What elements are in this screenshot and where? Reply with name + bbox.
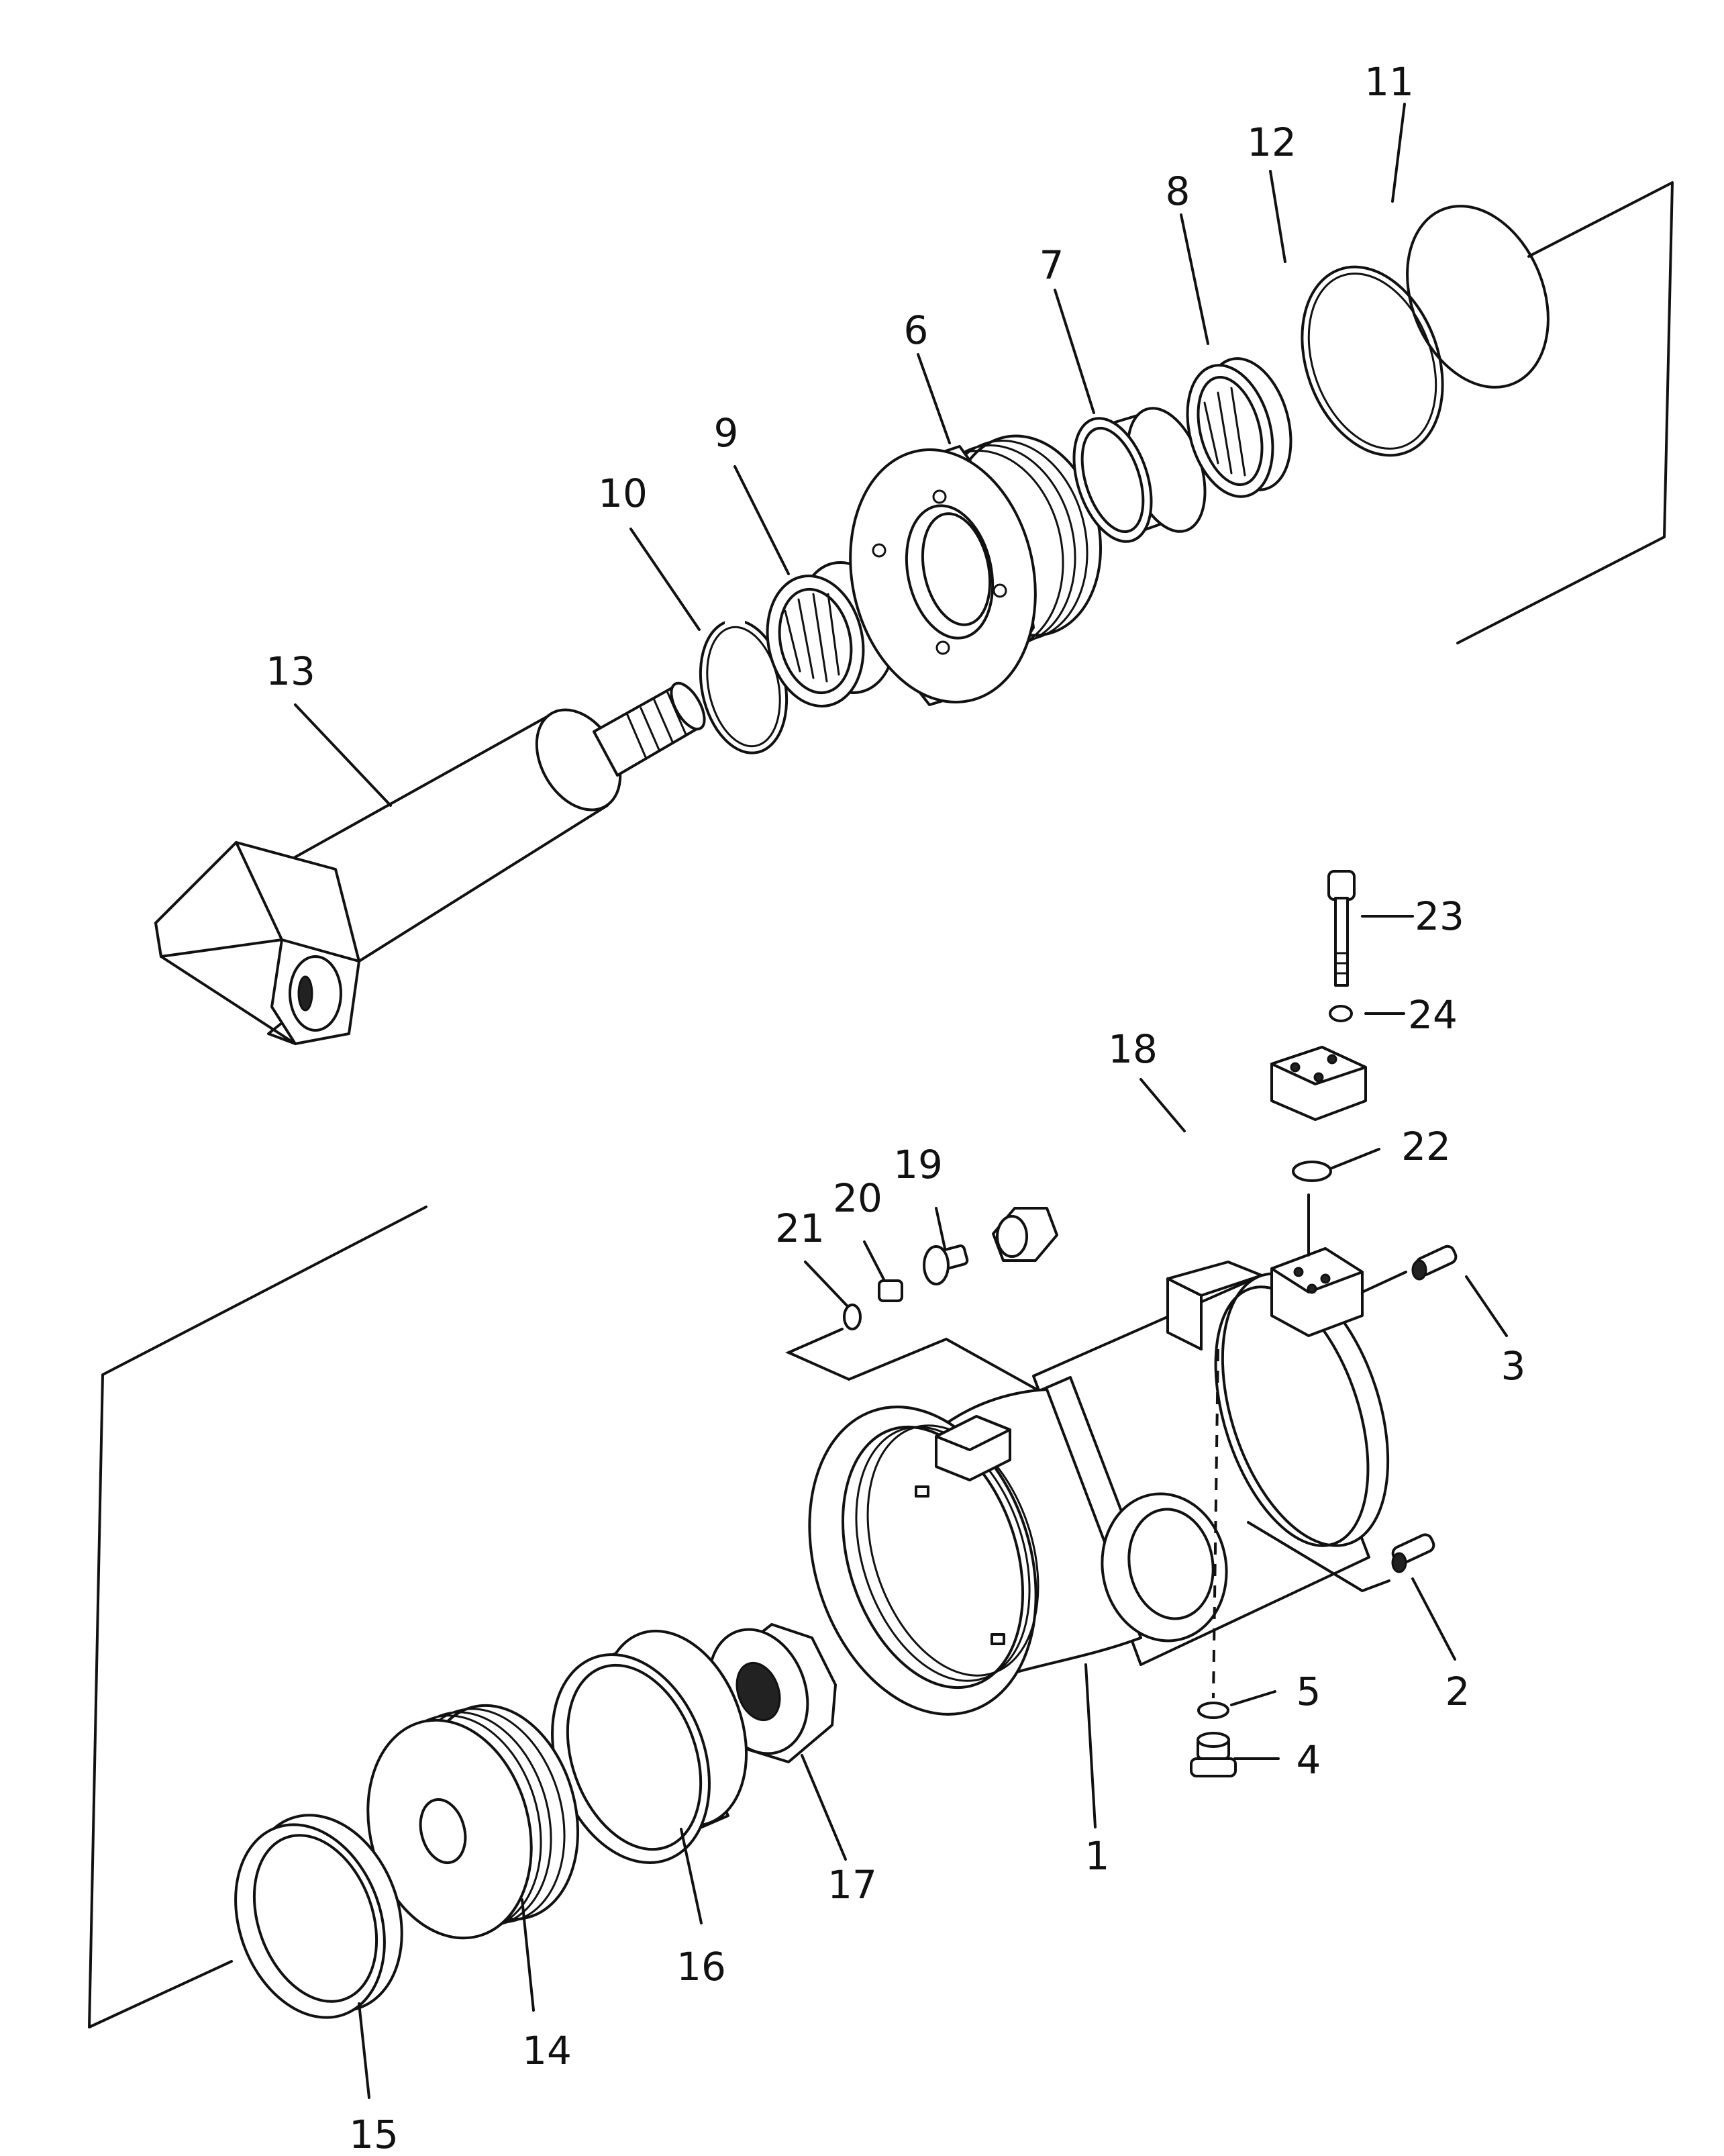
part-4-plug [1190, 1732, 1237, 1777]
part-8-bearing [1186, 357, 1292, 498]
callout-5: 5 [1297, 1669, 1321, 1714]
part-23-bolt [1327, 870, 1356, 987]
callout-1: 1 [1085, 1833, 1110, 1879]
callout-leaders [294, 103, 1508, 2099]
part-24-washer [1329, 1005, 1353, 1022]
upper-group-bracket [1456, 181, 1674, 644]
callout-10: 10 [598, 471, 648, 516]
callout-24: 24 [1408, 992, 1458, 1038]
callout-2: 2 [1446, 1669, 1470, 1714]
callout-19: 19 [893, 1142, 943, 1187]
callout-14: 14 [522, 2028, 572, 2073]
part-1-cylinder-body [808, 1247, 1390, 1716]
callout-17: 17 [827, 1862, 877, 1908]
part-11-o-ring [1406, 205, 1550, 389]
part-22-o-ring [1292, 1161, 1332, 1182]
part-14-piston [366, 1704, 580, 1940]
callout-4: 4 [1297, 1737, 1321, 1783]
callout-labels: 11 12 8 7 6 9 10 13 23 24 18 22 19 20 21… [266, 59, 1525, 2156]
callout-12: 12 [1247, 119, 1297, 165]
callout-18: 18 [1108, 1026, 1158, 1072]
callout-7: 7 [1040, 242, 1064, 288]
part-21-o-ring [843, 1304, 862, 1330]
part-3-grease-fitting [1411, 1244, 1458, 1281]
callout-20: 20 [833, 1175, 882, 1221]
part-6-cylinder-head [849, 434, 1103, 706]
callout-11: 11 [1364, 59, 1414, 105]
part-5-o-ring [1197, 1702, 1229, 1719]
callout-8: 8 [1166, 168, 1190, 214]
part-16-wear-ring [551, 1629, 748, 1864]
callout-6: 6 [904, 307, 929, 353]
callout-15: 15 [349, 2112, 399, 2156]
part-19-fitting [923, 1244, 969, 1285]
callout-22: 22 [1401, 1124, 1451, 1169]
part-15-seal [234, 1814, 403, 2019]
callout-21: 21 [775, 1206, 825, 1251]
lower-group-bracket [88, 1206, 427, 2028]
callout-3: 3 [1501, 1343, 1526, 1389]
assembly-guide-lines [785, 1193, 1407, 1699]
part-13-piston-rod [154, 681, 706, 1045]
part-12-backup-ring [1301, 265, 1444, 457]
callout-23: 23 [1415, 893, 1464, 939]
part-2-grease-fitting [1391, 1533, 1435, 1573]
part-20-plug [878, 1279, 903, 1302]
callout-9: 9 [714, 410, 739, 456]
callout-16: 16 [676, 1944, 726, 1990]
callout-13: 13 [266, 648, 315, 694]
part-18-tube-assembly [992, 1046, 1367, 1262]
